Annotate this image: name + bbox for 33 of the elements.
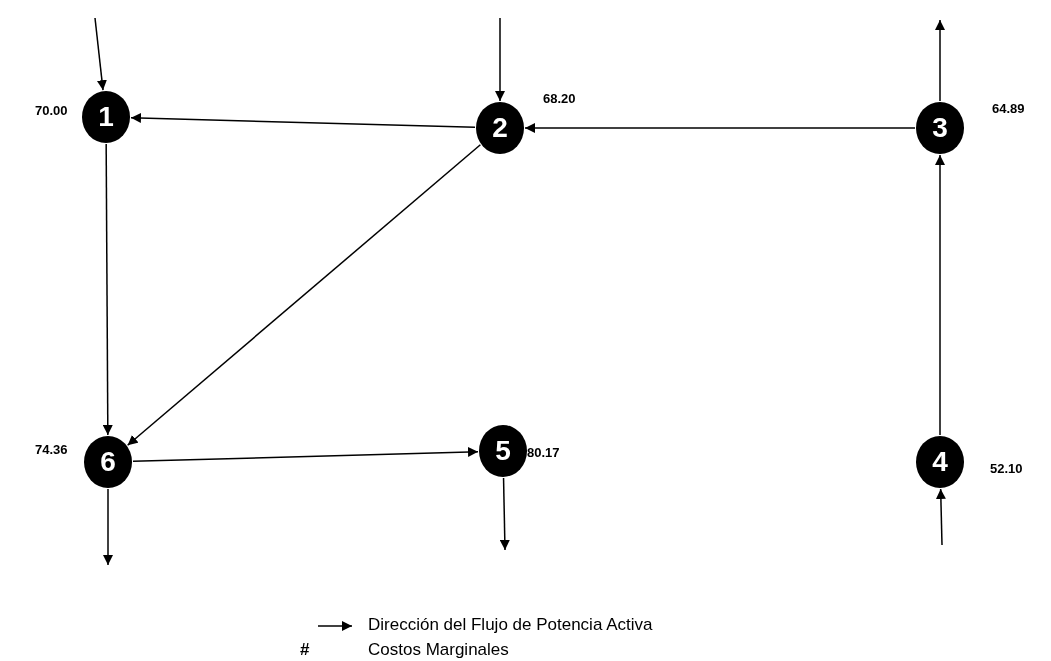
bus-circle: [84, 436, 132, 488]
bus-number: 6: [100, 446, 116, 478]
bus-number: 4: [932, 446, 948, 478]
power-flow-arrow: [935, 154, 945, 436]
legend-symbol: #: [300, 640, 310, 660]
power-flow-arrow: [130, 113, 476, 129]
marginal-cost-value: 70.00: [35, 103, 68, 118]
bus-number: 5: [495, 435, 511, 467]
legend-text: Costos Marginales: [368, 640, 509, 660]
power-flow-arrow: [102, 143, 113, 436]
bus-circle: [479, 425, 527, 477]
bus-circle: [916, 102, 964, 154]
marginal-cost-value: 64.89: [992, 101, 1025, 116]
power-flow-arrow: [103, 488, 113, 566]
power-flow-arrow: [935, 488, 946, 546]
marginal-cost-value: 52.10: [990, 461, 1023, 476]
bus-circle: [82, 91, 130, 143]
power-flow-arrow: [495, 17, 505, 102]
bus-number: 1: [98, 101, 114, 133]
bus-number: 3: [932, 112, 948, 144]
marginal-cost-value: 68.20: [543, 91, 576, 106]
power-flow-arrow: [126, 143, 482, 447]
power-flow-arrow: [499, 477, 510, 551]
marginal-cost-value: 80.17: [527, 445, 560, 460]
power-flow-arrow: [94, 17, 107, 91]
power-flow-arrow: [524, 123, 916, 133]
power-flow-arrow: [935, 19, 945, 102]
power-flow-arrow: [132, 447, 479, 463]
bus-circle: [476, 102, 524, 154]
marginal-cost-value: 74.36: [35, 442, 68, 457]
bus-number: 2: [492, 112, 508, 144]
legend-text: Dirección del Flujo de Potencia Activa: [368, 615, 653, 635]
bus-circle: [916, 436, 964, 488]
